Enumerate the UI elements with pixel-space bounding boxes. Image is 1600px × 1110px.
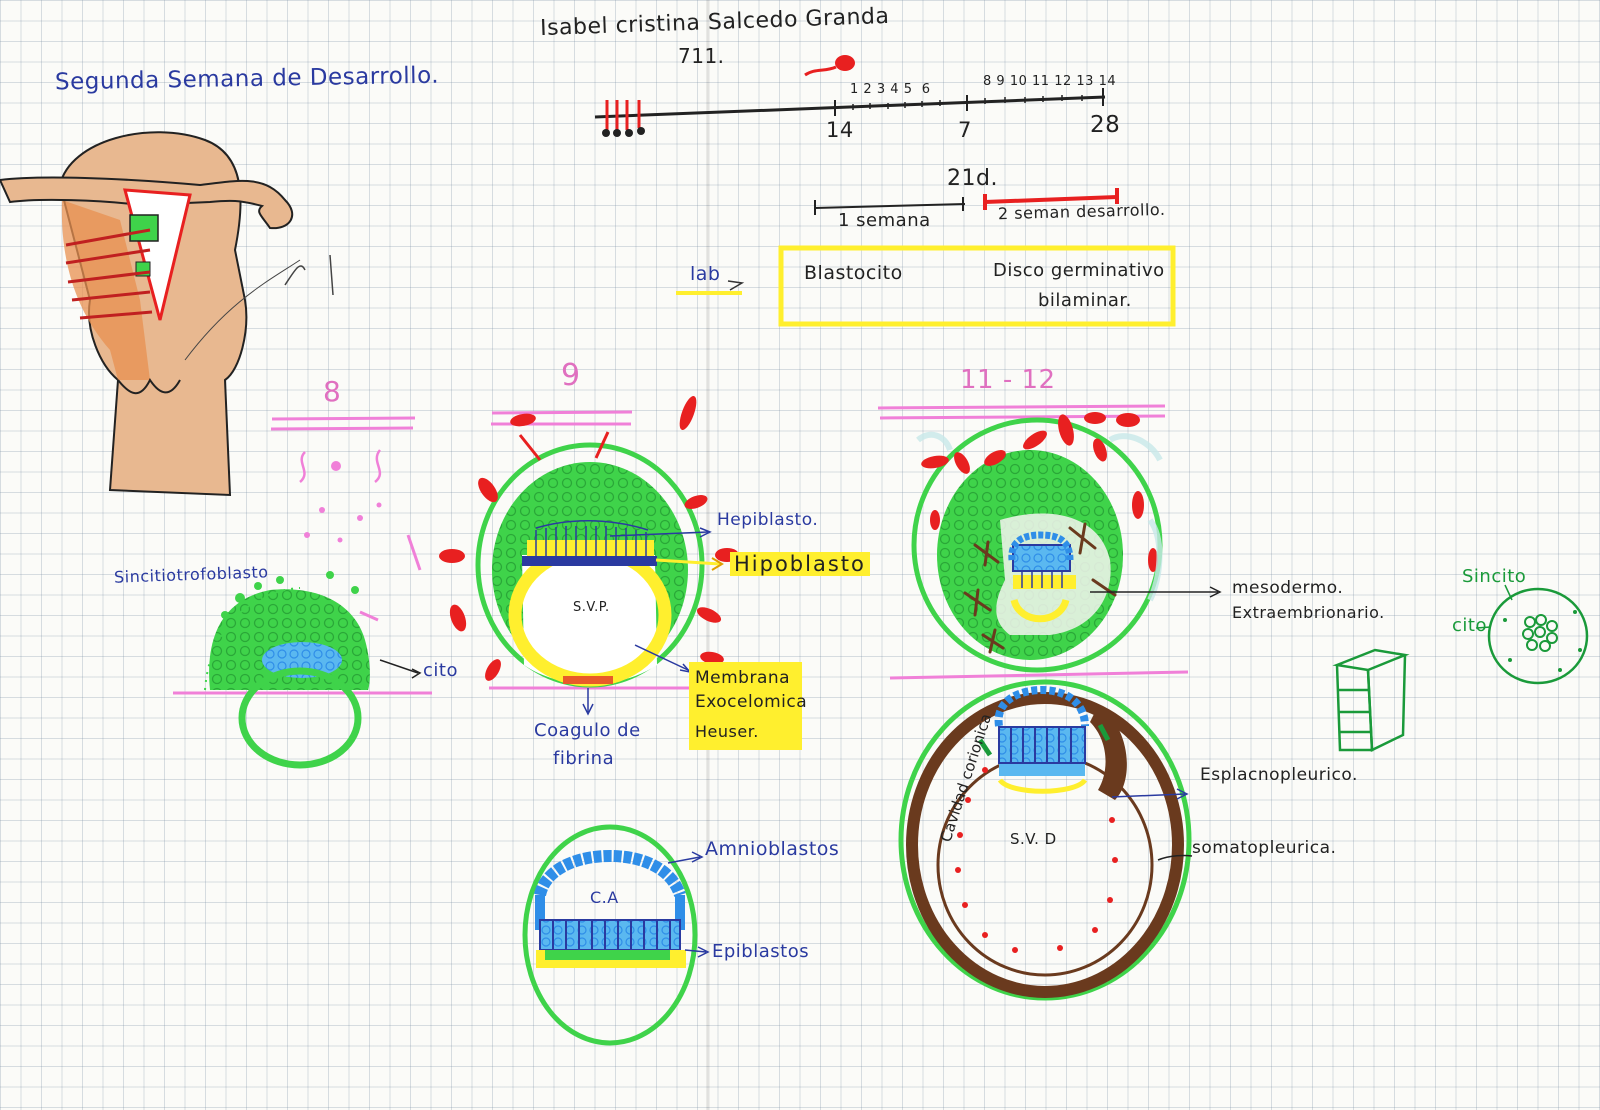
day-label-8: 8 [323,375,342,408]
embryo-day-11-12 [911,412,1222,673]
group-number: 711. [678,44,725,68]
label-hipoblasto: Hipoblasto [730,552,870,576]
disco-label-2: bilaminar. [1038,290,1132,311]
embryo-day-9 [439,395,739,716]
page-fold [706,0,710,1110]
days-label: 21d. [947,166,998,191]
label-sincito-right: Sincito [1462,566,1527,587]
week-1-label: 1 semana [838,210,931,231]
yellow-box-border [778,245,1176,327]
embryo-day-8 [204,571,422,769]
day-label-11-12: 11 - 12 [960,365,1056,395]
timeline-label-28: 28 [1090,112,1121,138]
cube-sketch [1332,648,1410,752]
sperm-icon [804,55,855,77]
label-coagulo-2: fibrina [553,748,615,769]
label-esplacnopleurico: Esplacnopleurico. [1200,765,1358,785]
disco-label-1: Disco germinativo [993,260,1165,281]
label-epiblastos: Epiblastos [712,941,810,962]
timeline-label-7: 7 [958,118,972,142]
timeline-small-ticks-2: 8 9 10 11 12 13 14 [983,74,1117,89]
label-hepiblasto: Hepiblasto. [717,510,819,530]
label-membrana-3: Heuser. [695,722,759,741]
embryo-svd [898,679,1193,1001]
label-cito-right: cito [1452,615,1487,636]
label-amnioblastos: Amnioblastos [705,838,840,860]
label-somatopleurica: somatopleurica. [1192,838,1337,858]
sincito-cito-circle [1475,584,1589,685]
timeline [594,55,1119,215]
label-membrana-1: Membrana [695,668,791,688]
label-ca: C.A [590,888,619,907]
label-coagulo-1: Coagulo de [534,720,641,741]
timeline-small-ticks: 1 2 3 4 5 6 [850,82,931,97]
label-mesodermo-1: mesodermo. [1232,578,1344,598]
label-svd: S.V. D [1010,830,1057,848]
day-label-9: 9 [561,358,581,393]
uterus-drawing [0,131,334,497]
embryo-amnion [522,824,710,1046]
label-mesodermo-2: Extraembrionario. [1232,603,1385,622]
label-cito: cito [423,660,458,681]
label-membrana-2: Exocelomica [695,692,808,712]
lab-label: lab [690,263,721,285]
membrana-highlight [689,662,802,750]
timeline-label-14: 14 [826,118,854,142]
label-svp: S.V.P. [573,600,610,615]
blastocito-label: Blastocito [804,262,903,284]
